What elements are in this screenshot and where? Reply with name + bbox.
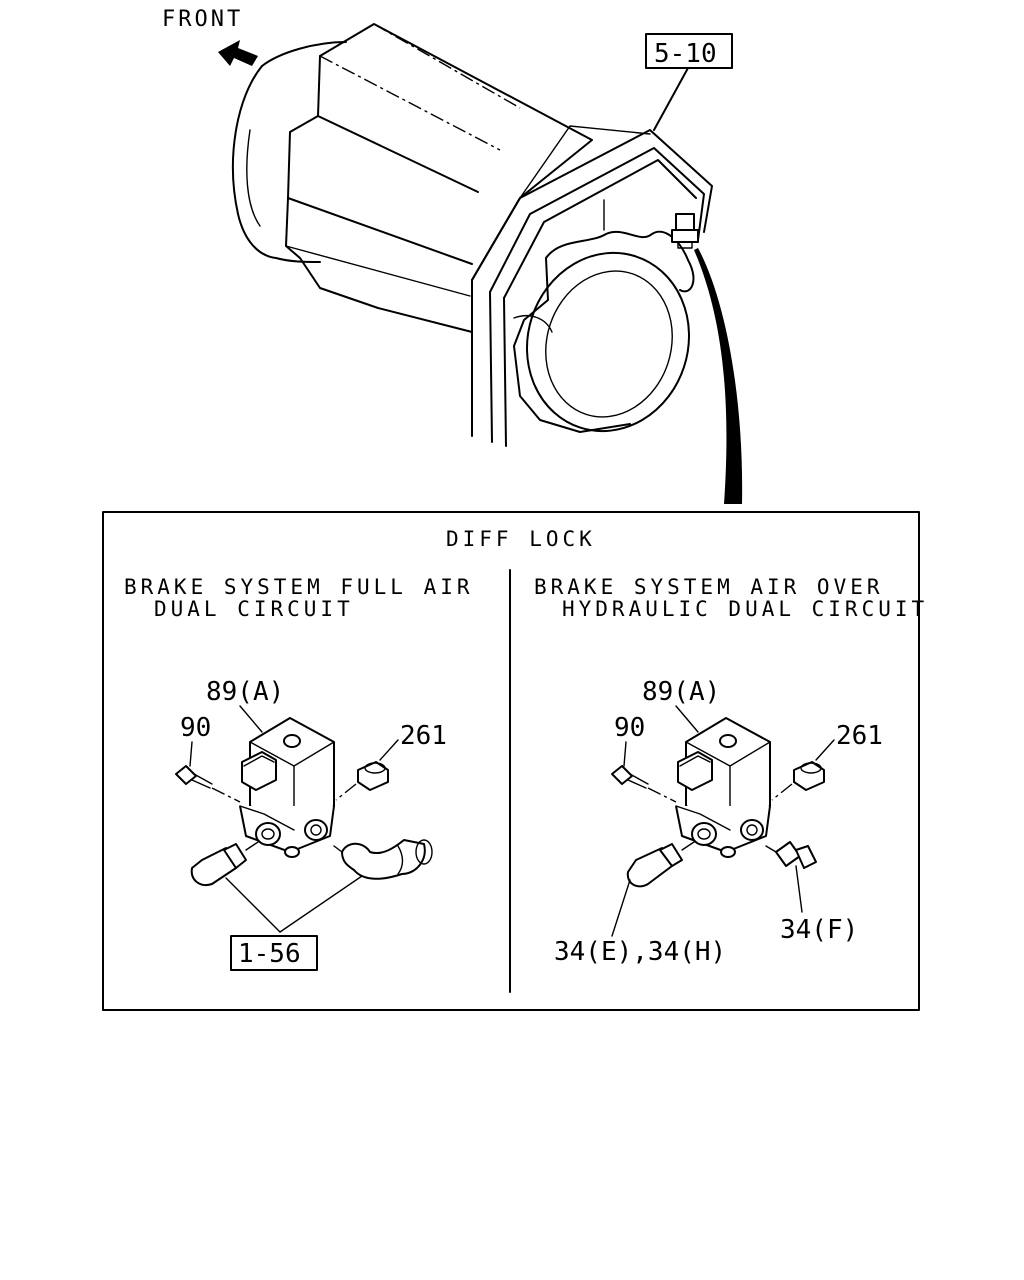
left-callout-plug: 261 — [400, 721, 447, 751]
panel-title: DIFF LOCK — [446, 527, 596, 551]
left-callout-ref: 1-56 — [238, 939, 301, 969]
right-callout-fitting-right: 34(F) — [780, 915, 858, 945]
ref-5-10-label: 5-10 — [654, 39, 717, 69]
left-title-line1: BRAKE SYSTEM FULL AIR — [124, 575, 474, 599]
right-valve-assembly — [611, 717, 825, 888]
arrow-up-left-icon — [218, 40, 258, 66]
front-label: FRONT — [162, 7, 243, 32]
right-callout-bolt: 90 — [614, 713, 645, 743]
ref-box-5-10: 5-10 — [645, 33, 733, 131]
right-callout-plug: 261 — [836, 721, 883, 751]
axle-housing-drawing — [231, 23, 743, 504]
left-valve-assembly — [175, 717, 433, 886]
diff-lock-panel — [102, 511, 920, 1011]
left-title-line2: DUAL CIRCUIT — [154, 597, 354, 621]
right-callout-fitting-left: 34(E),34(H) — [554, 937, 726, 967]
left-ref-box-1-56: 1-56 — [225, 875, 363, 971]
left-callout-valve: 89(A) — [206, 677, 284, 707]
right-callout-valve: 89(A) — [642, 677, 720, 707]
left-callout-bolt: 90 — [180, 713, 211, 743]
right-title-line2: HYDRAULIC DUAL CIRCUIT — [562, 597, 928, 621]
right-title-line1: BRAKE SYSTEM AIR OVER — [534, 575, 884, 599]
